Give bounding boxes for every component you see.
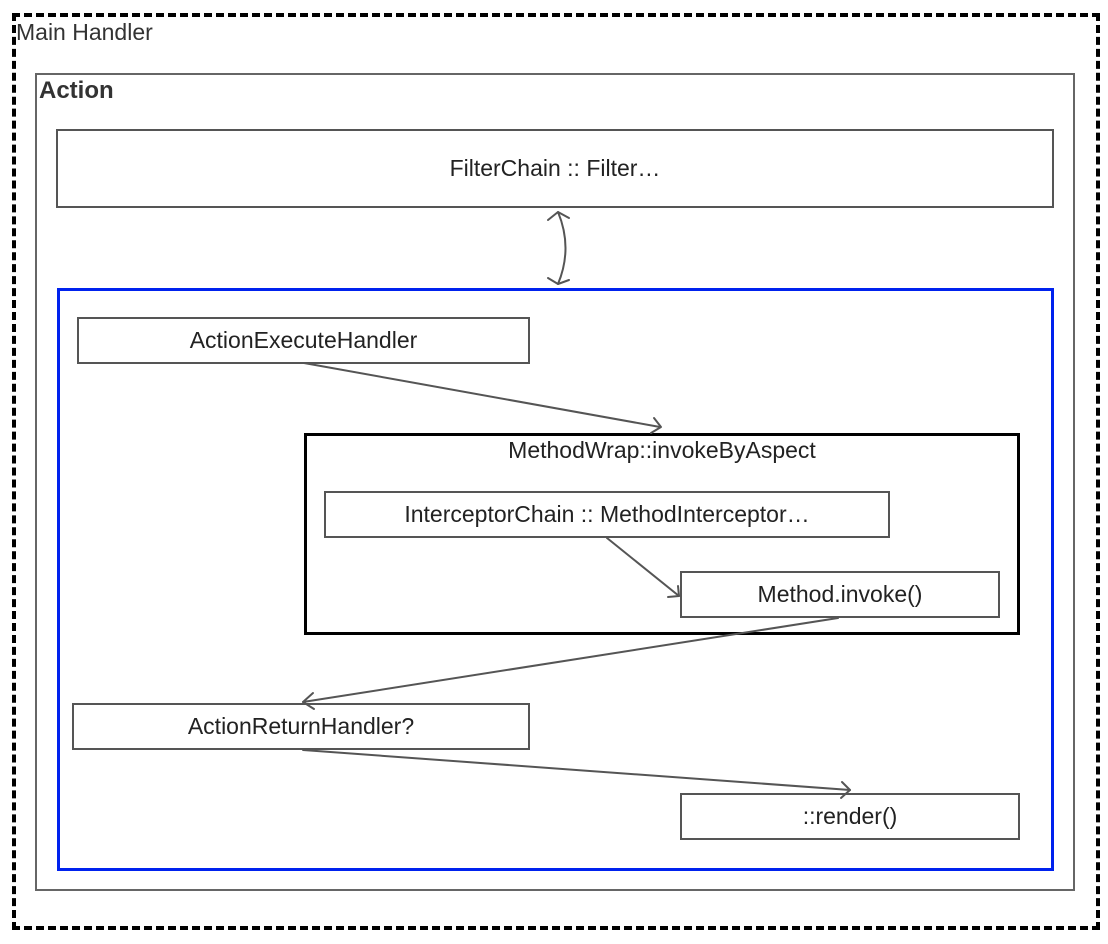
action-execute-handler-box: ActionExecuteHandler [77,317,530,364]
action-return-handler-label: ActionReturnHandler? [187,713,415,739]
method-invoke-label: Method.invoke() [757,581,923,607]
invoke-to-return-connector [302,617,839,703]
interceptor-to-invoke-arrowhead [667,585,680,598]
main-handler-label: Main Handler [16,19,153,45]
method-wrap-label: MethodWrap::invokeByAspect [508,437,816,463]
interceptor-to-invoke-connector [606,537,680,597]
filter-chain-box: FilterChain :: Filter… [56,129,1054,208]
method-wrap-frame [304,433,1020,635]
filter-to-handlers-arrowhead-top [547,211,570,221]
interceptor-chain-box: InterceptorChain :: MethodInterceptor… [324,491,890,538]
filter-to-handlers-arrowhead-bottom [547,277,570,285]
action-frame [35,73,1075,891]
render-box: ::render() [680,793,1020,840]
filter-chain-label: FilterChain :: Filter… [449,155,661,181]
filter-to-handlers-connector [557,211,567,285]
action-execute-handler-label: ActionExecuteHandler [189,327,418,353]
render-label: ::render() [802,803,898,829]
invoke-to-return-arrowhead [302,692,315,710]
method-invoke-box: Method.invoke() [680,571,1000,618]
return-to-render-connector [302,749,851,791]
action-handlers-frame [57,288,1054,871]
action-label: Action [39,77,114,104]
execute-to-method-wrap-arrowhead [650,417,662,434]
interceptor-chain-label: InterceptorChain :: MethodInterceptor… [404,501,810,527]
return-to-render-arrowhead [840,781,851,799]
execute-to-method-wrap-connector [303,362,661,428]
action-return-handler-box: ActionReturnHandler? [72,703,530,750]
main-handler-frame [12,13,1100,930]
